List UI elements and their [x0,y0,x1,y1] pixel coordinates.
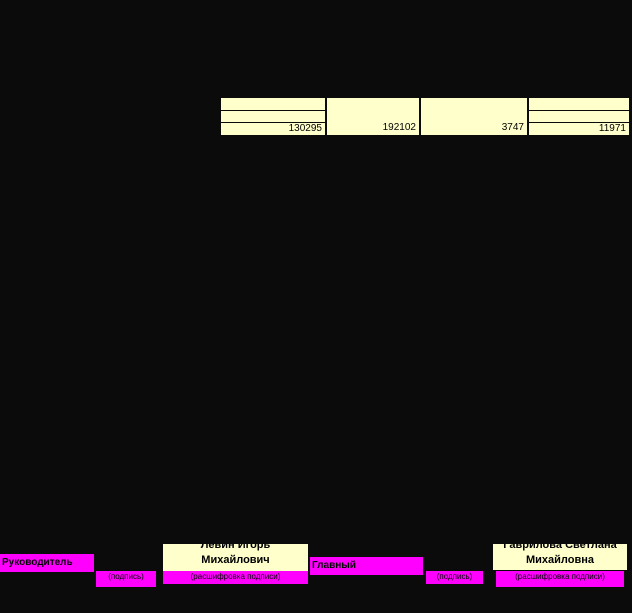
head-decode-hint: (расшифровка подписи) [163,571,308,584]
chief-name-line2: Михайловна [525,554,594,566]
table-cell-col4-total: 11971 [529,123,629,135]
table-cell-col2-total: 192102 [327,98,419,135]
head-full-name: Левин Игорь Михайлович [163,544,308,571]
chief-signature-hint: (подпись) [426,571,483,584]
table-cell-col1-total: 130295 [221,123,325,135]
table-cell-col3-total: 3747 [421,98,527,135]
chief-name-line1: Гаврилова Светлана [503,544,617,551]
head-title-label: Руководитель [0,554,94,572]
table-cell-col4-row2 [529,111,629,122]
table-cell-col4-row1 [529,98,629,110]
head-name-line2: Михайлович [201,554,270,566]
chief-decode-hint: (расшифровка подписи) [496,571,624,587]
head-signature-hint: (подпись) [96,571,156,587]
head-name-line1: Левин Игорь [200,544,271,551]
chief-full-name: Гаврилова Светлана Михайловна [493,544,627,570]
table-cell-col1-row1 [221,98,325,110]
table-cell-col1-row2 [221,111,325,122]
chief-title-label: Главный [310,557,423,575]
